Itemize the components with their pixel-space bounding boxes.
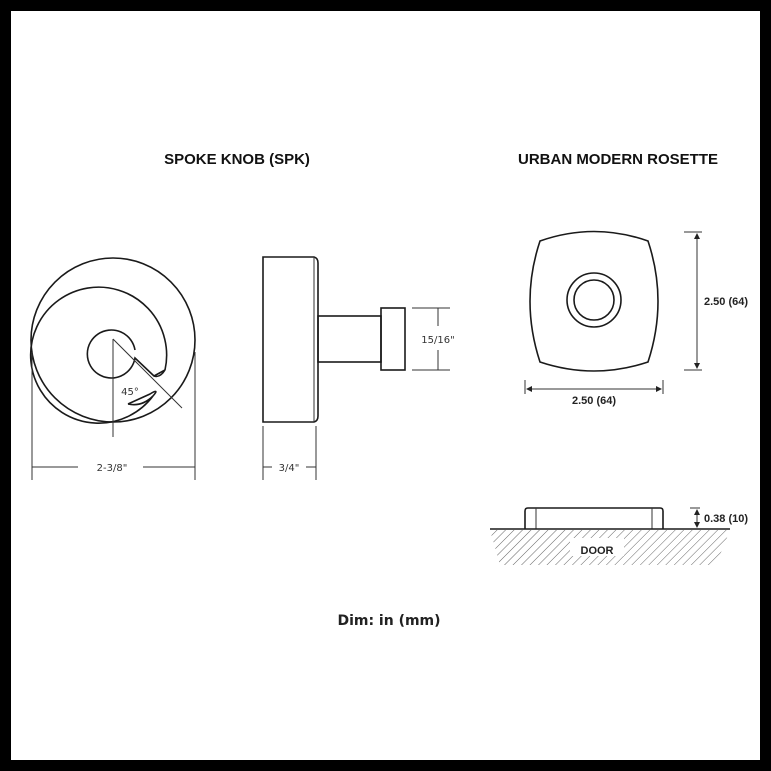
knob-side-view: 15/16" 3/4" — [262, 256, 455, 480]
knob-front-view: 45° 2-3/8" — [29, 257, 196, 480]
rosette-width-label: 2.50 (64) — [572, 395, 616, 407]
drawing-sheet — [11, 11, 760, 760]
projection-label: 3/4" — [279, 463, 300, 474]
rosette-title: URBAN MODERN ROSETTE — [518, 151, 718, 168]
angle-label: 45° — [121, 387, 139, 398]
rosette-height-label: 2.50 (64) — [704, 296, 748, 308]
rosette-thickness-label: 0.38 (10) — [704, 513, 748, 525]
knob-title: SPOKE KNOB (SPK) — [164, 151, 310, 168]
rosette-front-view: 2.50 (64) 2.50 (64) — [524, 230, 748, 407]
units-note: Dim: in (mm) — [337, 613, 440, 629]
cap-diameter-label: 15/16" — [421, 335, 454, 346]
diameter-label: 2-3/8" — [97, 463, 128, 474]
rosette-side-view: DOOR 0.38 (10) — [490, 507, 748, 565]
door-label: DOOR — [581, 545, 614, 557]
